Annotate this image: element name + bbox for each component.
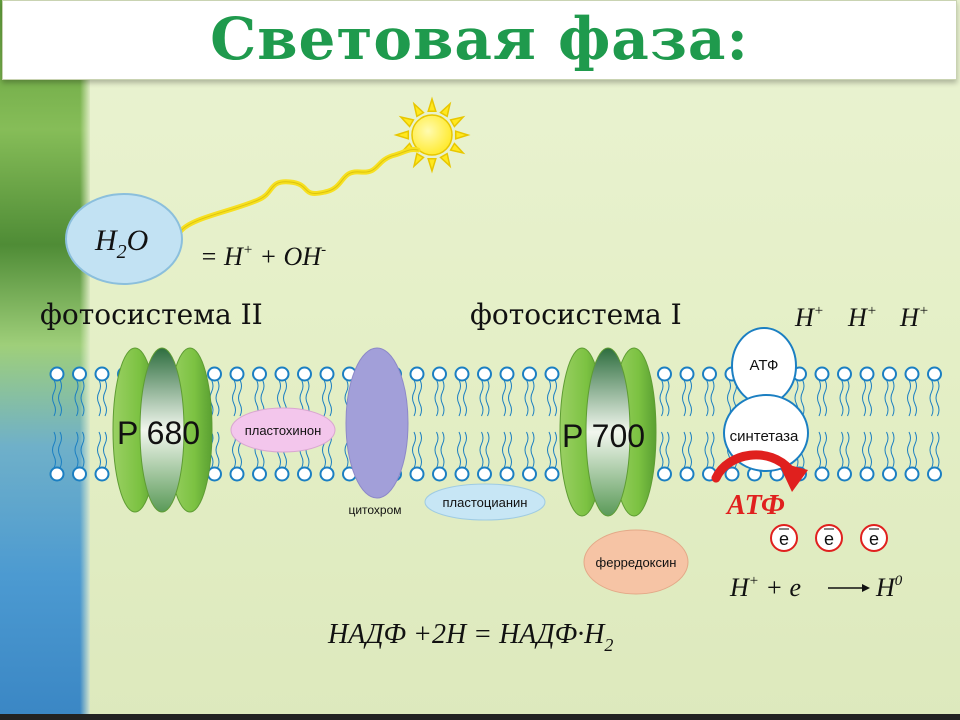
lipid-molecule <box>207 366 222 482</box>
ferredoxin-label: ферредоксин <box>596 555 677 570</box>
water-split-equation: = H+ + OH- <box>200 242 326 271</box>
lipid-molecule <box>94 366 110 482</box>
lipid-molecule <box>837 366 852 482</box>
photosystem-2-complex <box>112 347 213 513</box>
photosystem-1-label: фотосистема I <box>470 298 682 331</box>
sun-ray <box>439 101 452 118</box>
sun-ray <box>412 152 425 169</box>
lipid-molecule <box>679 366 695 482</box>
synthase-label: синтетаза <box>730 428 799 445</box>
lipid-molecule <box>544 366 560 482</box>
lipid-molecule <box>657 366 672 482</box>
lipid-molecule <box>814 366 830 482</box>
sun-ray <box>454 130 471 140</box>
sun-ray <box>393 130 410 140</box>
lipid-molecule <box>72 366 87 482</box>
proton-label: H+ <box>794 303 824 332</box>
lipid-molecule <box>409 366 425 482</box>
ferredoxin-carrier <box>583 529 689 595</box>
proton-label: H+ <box>847 303 877 332</box>
reduction-arrow-head <box>862 584 870 592</box>
sun-ray <box>449 142 466 155</box>
nadp-equation: НАДФ +2Н = НАДФ·Н2 <box>327 619 613 655</box>
plastoquinone-carrier <box>230 407 336 453</box>
lipid-molecule <box>882 366 897 482</box>
electron-label: e <box>779 529 789 549</box>
lipid-molecule <box>499 366 515 482</box>
lipid-molecule <box>432 366 447 482</box>
proton-label: H+ <box>899 303 929 332</box>
sun-icon <box>393 96 471 174</box>
leaf-water-background-strip <box>0 0 90 720</box>
sun-ray <box>449 115 466 128</box>
plastocyanin-label: пластоцианин <box>443 495 528 510</box>
electron-label: e <box>824 529 834 549</box>
bottom-bar <box>0 714 960 720</box>
sun-ray <box>427 157 437 174</box>
atp-synthase-top-label: АТФ <box>750 357 779 374</box>
atp-arrow-head <box>778 462 808 492</box>
lipid-molecule <box>229 366 245 482</box>
plastocyanin-carrier <box>424 483 546 521</box>
lipid-molecule <box>477 366 492 482</box>
sun-ray <box>439 152 452 169</box>
water-bubble <box>65 193 183 285</box>
electron-icon: e <box>815 524 843 552</box>
electron-icon: e <box>770 524 798 552</box>
lipid-molecule <box>522 366 537 482</box>
photosystem-1-complex <box>559 347 657 517</box>
lipid-molecule <box>454 366 470 482</box>
lipid-molecule <box>927 366 942 482</box>
lipid-molecule <box>49 366 65 482</box>
cytochrome-complex <box>345 347 409 499</box>
water-formula: H2O <box>94 224 148 263</box>
proton-group: H+ H+ H+ <box>794 303 929 332</box>
hydrogen-atom-label: H0 <box>875 573 903 602</box>
photosystem-2-label: фотосистема II <box>40 298 263 331</box>
p680-label: P 680 <box>117 415 200 451</box>
electron-label: e <box>869 529 879 549</box>
cytochrome-label: цитохром <box>348 503 401 517</box>
atp-product-label: АТФ <box>725 490 785 521</box>
sun-ray <box>412 101 425 118</box>
lipid-molecule <box>904 366 920 482</box>
p700-label: P 700 <box>562 418 645 454</box>
proton-reduction-equation: H+ + e <box>729 573 801 602</box>
title-box: Световая фаза: <box>2 0 957 80</box>
lipid-molecule <box>859 366 875 482</box>
lipid-molecule <box>702 366 717 482</box>
electron-icon: e <box>860 524 888 552</box>
page-title: Световая фаза: <box>210 5 749 73</box>
sun-ray <box>398 115 415 128</box>
plastoquinone-label: пластохинон <box>245 423 322 438</box>
sun-ray <box>427 96 437 113</box>
